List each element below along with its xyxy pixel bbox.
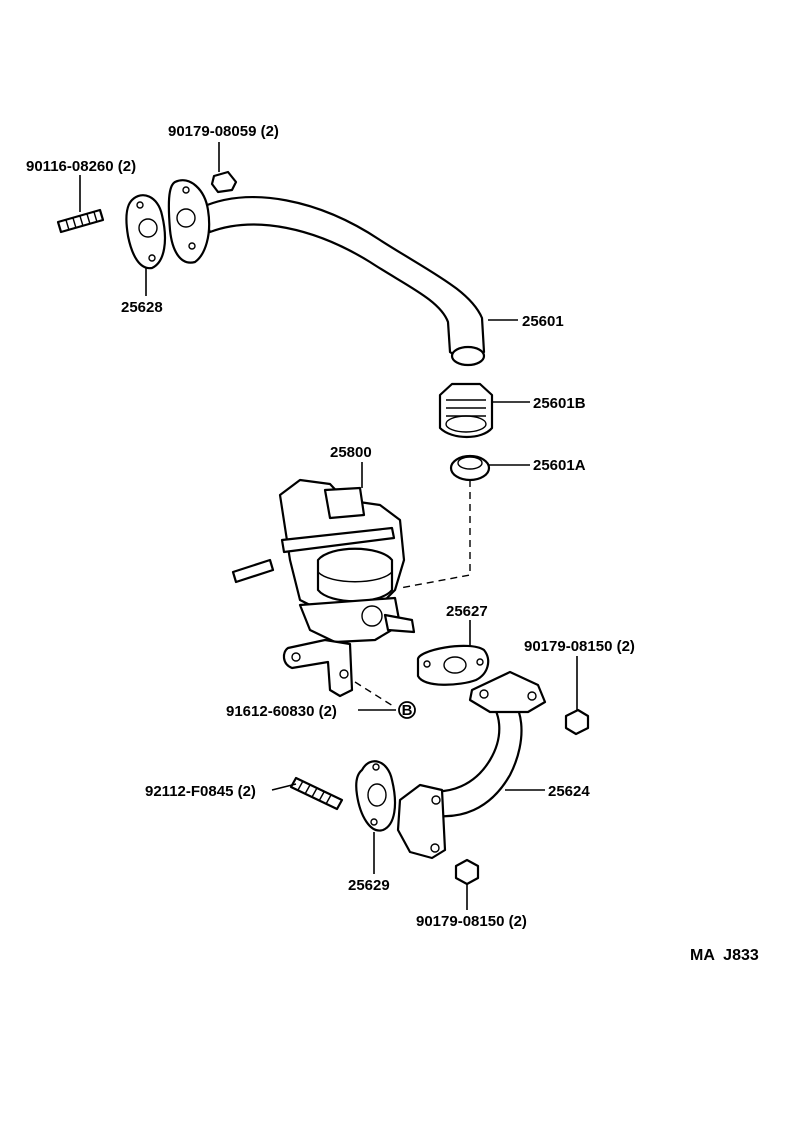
label-90179-08059: 90179-08059 (2) [168,123,279,140]
ref-marker-letter: B [402,702,413,719]
gasket-middle[interactable] [416,644,490,686]
label-25628: 25628 [121,299,163,316]
stud-upper[interactable] [56,208,105,234]
stud-lower[interactable] [289,776,344,811]
air-pipe-upper[interactable] [167,179,486,367]
connection-line-ref [354,681,394,707]
label-25601: 25601 [522,313,564,330]
label-90116-08260: 90116-08260 (2) [26,158,136,175]
ref-marker-circle [398,701,416,719]
nut-lower[interactable] [454,858,480,886]
label-90179-08150-lower: 90179-08150 (2) [416,913,527,930]
air-pipe-lower[interactable] [396,670,547,860]
union-nut[interactable] [438,382,494,439]
diagram-code: MA J833 [690,947,759,964]
label-91612-60830: 91612-60830 (2) [226,703,337,720]
connection-line-upper [399,480,471,589]
label-25601b: 25601B [533,395,586,412]
label-25629: 25629 [348,877,390,894]
air-control-valve[interactable] [231,478,416,698]
label-25624: 25624 [548,783,590,800]
gasket-upper[interactable] [125,194,167,270]
seal-ring[interactable] [449,454,491,482]
leader-lines [79,142,578,910]
label-92112-f0845: 92112-F0845 (2) [145,783,256,800]
label-25627: 25627 [446,603,488,620]
label-25601a: 25601A [533,457,586,474]
label-90179-08150-right: 90179-08150 (2) [524,638,635,655]
nut-upper[interactable] [210,170,238,194]
gasket-lower[interactable] [355,760,397,832]
label-25800: 25800 [330,444,372,461]
nut-right[interactable] [564,708,590,736]
